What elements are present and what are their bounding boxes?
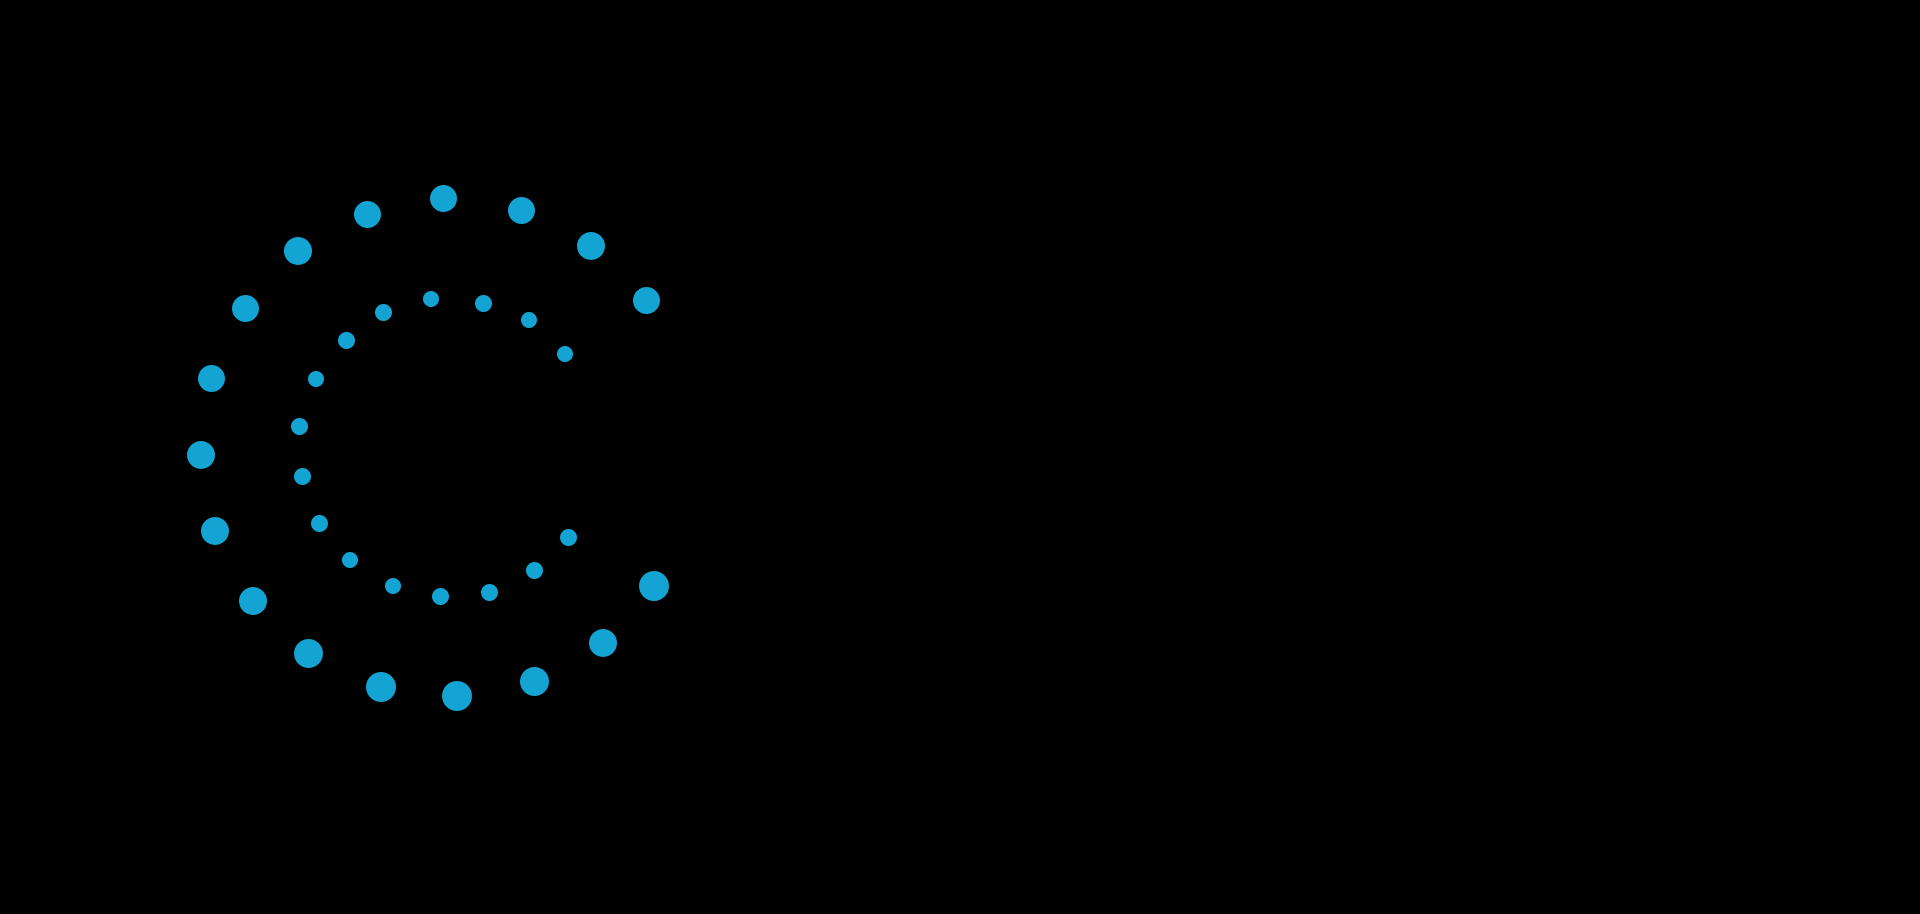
spinner-dot-outer xyxy=(366,672,396,702)
spinner-dot-outer xyxy=(519,666,549,696)
spinner-dot-outer xyxy=(201,517,229,545)
spinner-dot-inner xyxy=(521,312,537,328)
spinner-dot-outer xyxy=(293,638,323,668)
spinner-dot-inner xyxy=(310,514,328,532)
spinner-dot-inner xyxy=(290,417,308,435)
spinner-dot-inner xyxy=(431,587,449,605)
spinner-dot-outer xyxy=(442,681,472,711)
spinner-dot-outer xyxy=(507,196,535,224)
spinner-dot-inner xyxy=(557,346,573,362)
spinner-dot-inner xyxy=(474,294,492,312)
spinner-dot-outer xyxy=(577,232,605,260)
spinner-dot-outer xyxy=(239,587,267,615)
spinner-dot-inner xyxy=(423,291,439,307)
spinner-dot-inner xyxy=(293,467,311,485)
spinner-dot-outer xyxy=(231,294,259,322)
spinner-dot-outer xyxy=(197,364,225,392)
spinner-dot-inner xyxy=(337,331,355,349)
spinner-dot-inner xyxy=(342,552,358,568)
spinner-dot-outer xyxy=(639,571,669,601)
spinner-dot-outer xyxy=(589,629,617,657)
spinner-dot-inner xyxy=(308,371,324,387)
spinner-dot-outer xyxy=(632,286,660,314)
spinner-dot-inner xyxy=(374,303,392,321)
spinner-dot-outer xyxy=(187,441,215,469)
spinner-dot-outer xyxy=(353,200,381,228)
spinner-dot-inner xyxy=(559,528,577,546)
spinner-dot-outer xyxy=(284,237,312,265)
spinner-dot-inner xyxy=(480,583,498,601)
spinner-dot-outer xyxy=(429,184,457,212)
spinner-dot-inner xyxy=(525,561,543,579)
spinner-dot-inner xyxy=(385,578,401,594)
